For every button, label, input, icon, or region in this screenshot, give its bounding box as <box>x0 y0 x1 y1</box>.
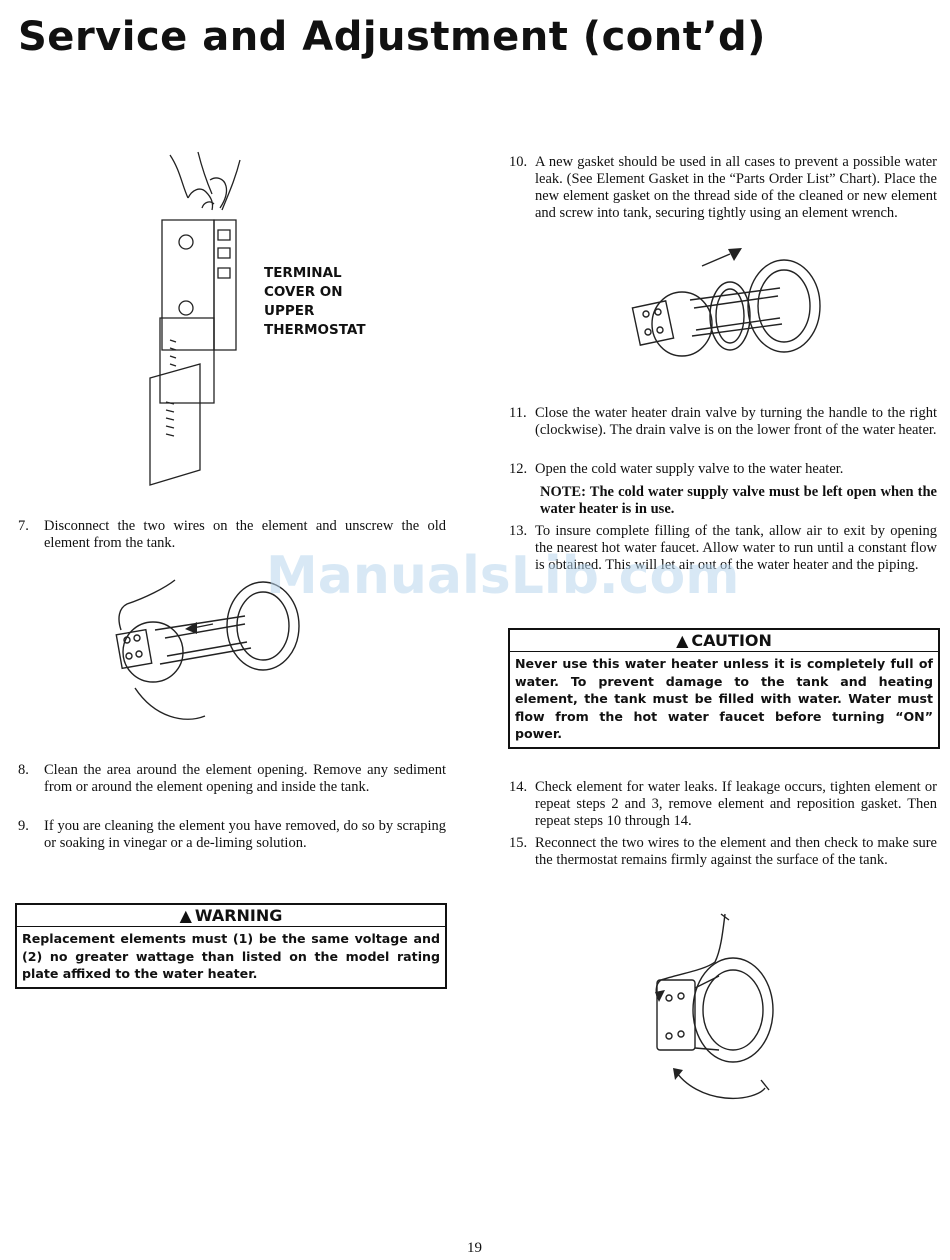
step-14: 14. Check element for water leaks. If le… <box>509 779 937 830</box>
step-text: Reconnect the two wires to the element a… <box>535 835 937 868</box>
figure-label-line: THERMOSTAT <box>264 322 366 338</box>
step-text: To insure complete filling of the tank, … <box>535 523 937 573</box>
step-number: 9. <box>18 818 29 834</box>
step-10: 10. A new gasket should be used in all c… <box>509 154 937 222</box>
step-text: Open the cold water supply valve to the … <box>535 461 844 477</box>
step-text: Close the water heater drain valve by tu… <box>535 405 937 438</box>
watermark: ManualsLib.com <box>266 546 740 606</box>
step-8: 8. Clean the area around the element ope… <box>18 762 446 796</box>
element-removal-illustration <box>105 578 305 728</box>
warning-text: Replacement elements must (1) be the sam… <box>22 931 440 981</box>
step-number: 8. <box>18 762 29 778</box>
warning-heading: ▲WARNING <box>17 905 445 927</box>
step-text: Clean the area around the element openin… <box>44 762 446 795</box>
step-text: If you are cleaning the element you have… <box>44 818 446 851</box>
page-number: 19 <box>467 1240 482 1256</box>
figure-label-line: COVER ON <box>264 284 343 300</box>
step-number: 12. <box>509 461 528 477</box>
step-number: 15. <box>509 835 528 851</box>
step-text: Disconnect the two wires on the element … <box>44 518 446 551</box>
figure-label: TERMINAL COVER ON UPPER THERMOSTAT <box>264 264 366 340</box>
caution-heading-text: CAUTION <box>691 631 772 650</box>
step-number: 14. <box>509 779 528 795</box>
step-number: 10. <box>509 154 528 170</box>
step-15: 15. Reconnect the two wires to the eleme… <box>509 835 937 869</box>
step-12: 12. Open the cold water supply valve to … <box>509 461 937 478</box>
warning-triangle-icon: ▲ <box>179 906 192 925</box>
step-text: Check element for water leaks. If leakag… <box>535 779 937 829</box>
note-12: NOTE: The cold water supply valve must b… <box>540 484 937 517</box>
figure-label-line: TERMINAL <box>264 265 342 281</box>
step-number: 13. <box>509 523 528 539</box>
step-text: A new gasket should be used in all cases… <box>535 154 937 221</box>
caution-heading: ▲CAUTION <box>510 630 938 652</box>
step-number: 11. <box>509 405 527 421</box>
step-7: 7. Disconnect the two wires on the eleme… <box>18 518 446 552</box>
gasket-install-illustration <box>630 248 830 386</box>
caution-box: ▲CAUTION Never use this water heater unl… <box>508 628 940 749</box>
step-number: 7. <box>18 518 29 534</box>
caution-triangle-icon: ▲ <box>676 631 689 650</box>
terminal-cover-illustration <box>140 150 260 490</box>
step-13: 13. To insure complete filling of the ta… <box>509 523 937 574</box>
caution-text: Never use this water heater unless it is… <box>515 656 933 741</box>
step-9: 9. If you are cleaning the element you h… <box>18 818 446 852</box>
warning-heading-text: WARNING <box>194 906 283 925</box>
warning-box: ▲WARNING Replacement elements must (1) b… <box>15 903 447 989</box>
wire-reconnect-illustration <box>655 910 795 1110</box>
figure-label-line: UPPER <box>264 303 315 319</box>
step-11: 11. Close the water heater drain valve b… <box>509 405 937 439</box>
page-title: Service and Adjustment (cont’d) <box>18 14 766 60</box>
